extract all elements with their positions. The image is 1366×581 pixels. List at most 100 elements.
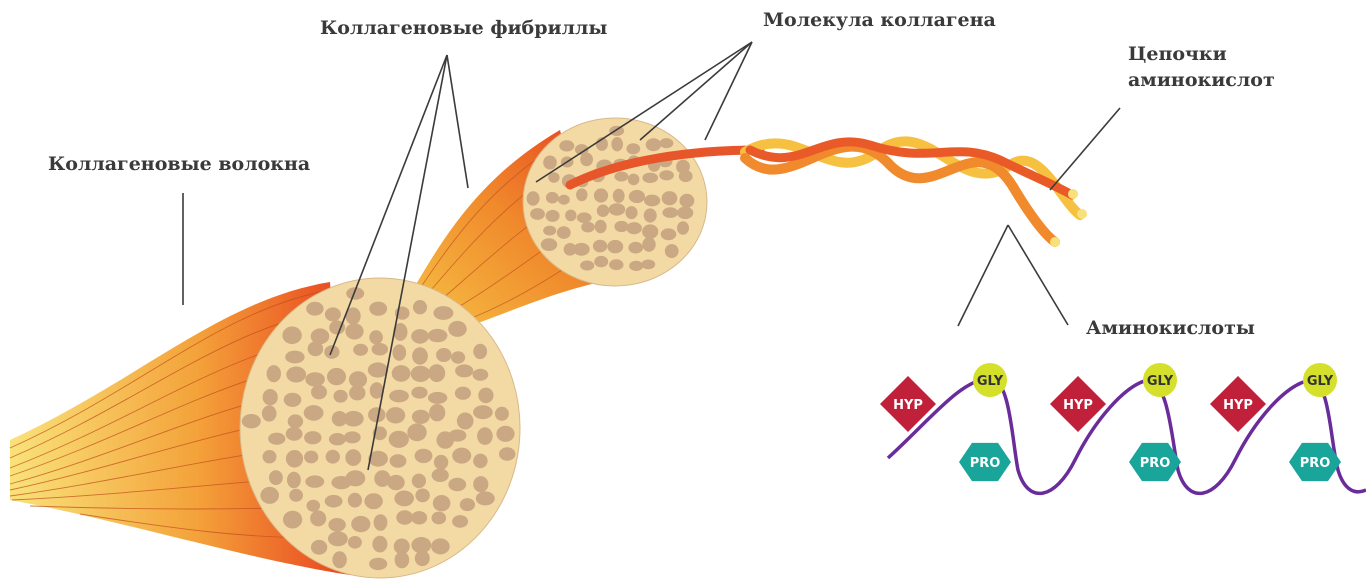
fibril-dot xyxy=(527,191,540,205)
fibril-dot xyxy=(283,511,302,529)
fibril-dot xyxy=(455,364,473,377)
fibril-dot xyxy=(413,300,427,314)
fibril-dot xyxy=(642,173,658,183)
fibril-dot xyxy=(496,426,514,442)
fibril-dot xyxy=(396,510,413,525)
fibril-dot xyxy=(432,512,447,525)
fibril-dot xyxy=(307,500,321,512)
fibril-dot xyxy=(607,240,623,253)
fibril-dot xyxy=(626,143,640,154)
fibril-dot xyxy=(310,510,326,526)
fibril-dot xyxy=(369,558,387,570)
fibril-dot xyxy=(476,491,495,505)
fibril-dot xyxy=(530,208,545,220)
fibril-dot xyxy=(677,221,689,234)
fibril-dot xyxy=(557,226,571,239)
fibril-dot xyxy=(473,454,487,469)
fibril-dot xyxy=(242,414,261,428)
fibril-dot xyxy=(325,495,343,508)
label-collagen-fibrils: Коллагеновые фибриллы xyxy=(320,17,607,39)
fibril-dot xyxy=(415,449,433,463)
fibril-dot xyxy=(407,423,426,441)
fibril-dot xyxy=(460,498,475,511)
fibril-dot xyxy=(477,427,493,445)
fibril-dot xyxy=(436,348,451,362)
fibril-dot xyxy=(345,449,361,466)
fibril-dot xyxy=(644,208,657,222)
fibril-dot xyxy=(594,256,608,267)
fibril-dot xyxy=(348,493,362,508)
gly-label: GLY xyxy=(1307,374,1334,389)
fibril-dot xyxy=(629,190,645,203)
fibril-dot xyxy=(546,192,559,204)
fibril-dot xyxy=(304,431,321,444)
fibril-dot xyxy=(433,495,451,511)
fibril-dot xyxy=(627,222,642,234)
fibril-dot xyxy=(282,327,301,345)
gly-label: GLY xyxy=(977,374,1004,389)
fibril-dot xyxy=(415,489,429,503)
fibril-dot xyxy=(289,489,303,502)
fibril-dot xyxy=(411,366,431,382)
fibril-dot xyxy=(661,228,677,240)
fibril-dot xyxy=(311,385,327,399)
fibril-dot xyxy=(269,470,283,485)
amino-acid-unit: HYPGLYPRO xyxy=(1050,363,1181,481)
fibril-dot xyxy=(305,372,325,386)
fibril-dot xyxy=(565,210,576,222)
fibril-dot xyxy=(328,531,348,546)
fibril-dot xyxy=(389,431,409,448)
fibril-dot xyxy=(543,226,556,236)
fibril-dot xyxy=(431,538,450,554)
fibril-dot xyxy=(390,454,407,467)
label-collagen-fibers: Коллагеновые волокна xyxy=(48,153,310,175)
fibril-dot xyxy=(448,478,466,491)
fibril-dot xyxy=(326,450,340,464)
fibril-dot xyxy=(595,220,607,233)
fibril-dot xyxy=(304,405,324,421)
fibril-dot xyxy=(593,240,607,253)
fibril-dot xyxy=(559,140,574,151)
fibril-dot xyxy=(328,518,345,532)
fibril-dot xyxy=(573,243,590,256)
fibril-dot xyxy=(580,153,593,167)
fibril-dot xyxy=(597,205,609,217)
hyp-label: HYP xyxy=(893,398,923,413)
fibril-dot xyxy=(284,393,302,407)
fibril-dot xyxy=(473,405,493,419)
fibril-dot xyxy=(478,388,493,404)
fibril-dot xyxy=(659,170,674,180)
fibril-dot xyxy=(411,329,429,344)
fibril-dot xyxy=(611,137,623,151)
fibril-dot xyxy=(411,511,427,524)
fibril-dot xyxy=(346,470,366,486)
fibril-dot xyxy=(448,321,466,337)
fibril-dot xyxy=(455,387,471,400)
fibril-dot xyxy=(412,410,430,424)
fibril-dot xyxy=(679,170,693,182)
fibril-dot xyxy=(412,474,426,489)
fibril-dot xyxy=(393,344,407,360)
fibril-dot xyxy=(285,351,304,364)
label-collagen-molecule: Молекула коллагена xyxy=(763,9,996,31)
fibril-dot xyxy=(625,206,637,219)
fibril-dot xyxy=(327,368,346,385)
fibril-dot xyxy=(429,404,445,421)
fibril-dot xyxy=(386,407,405,423)
fibril-dot xyxy=(642,237,655,251)
fibril-dot xyxy=(372,343,388,356)
fibril-dot xyxy=(325,307,341,321)
fibril-dot xyxy=(457,413,474,430)
fibril-dot xyxy=(368,362,388,377)
fibril-dot xyxy=(614,172,628,182)
fibril-cross-section xyxy=(523,118,707,286)
fibril-dot xyxy=(263,450,277,463)
fibril-dot xyxy=(434,455,448,470)
fibril-dot xyxy=(332,551,346,568)
fibril-dot xyxy=(628,242,643,254)
hyp-label: HYP xyxy=(1223,398,1253,413)
fibril-dot xyxy=(308,341,324,356)
fibril-dot xyxy=(428,329,448,342)
fibril-dot xyxy=(349,385,365,400)
fibril-dot xyxy=(558,195,570,205)
